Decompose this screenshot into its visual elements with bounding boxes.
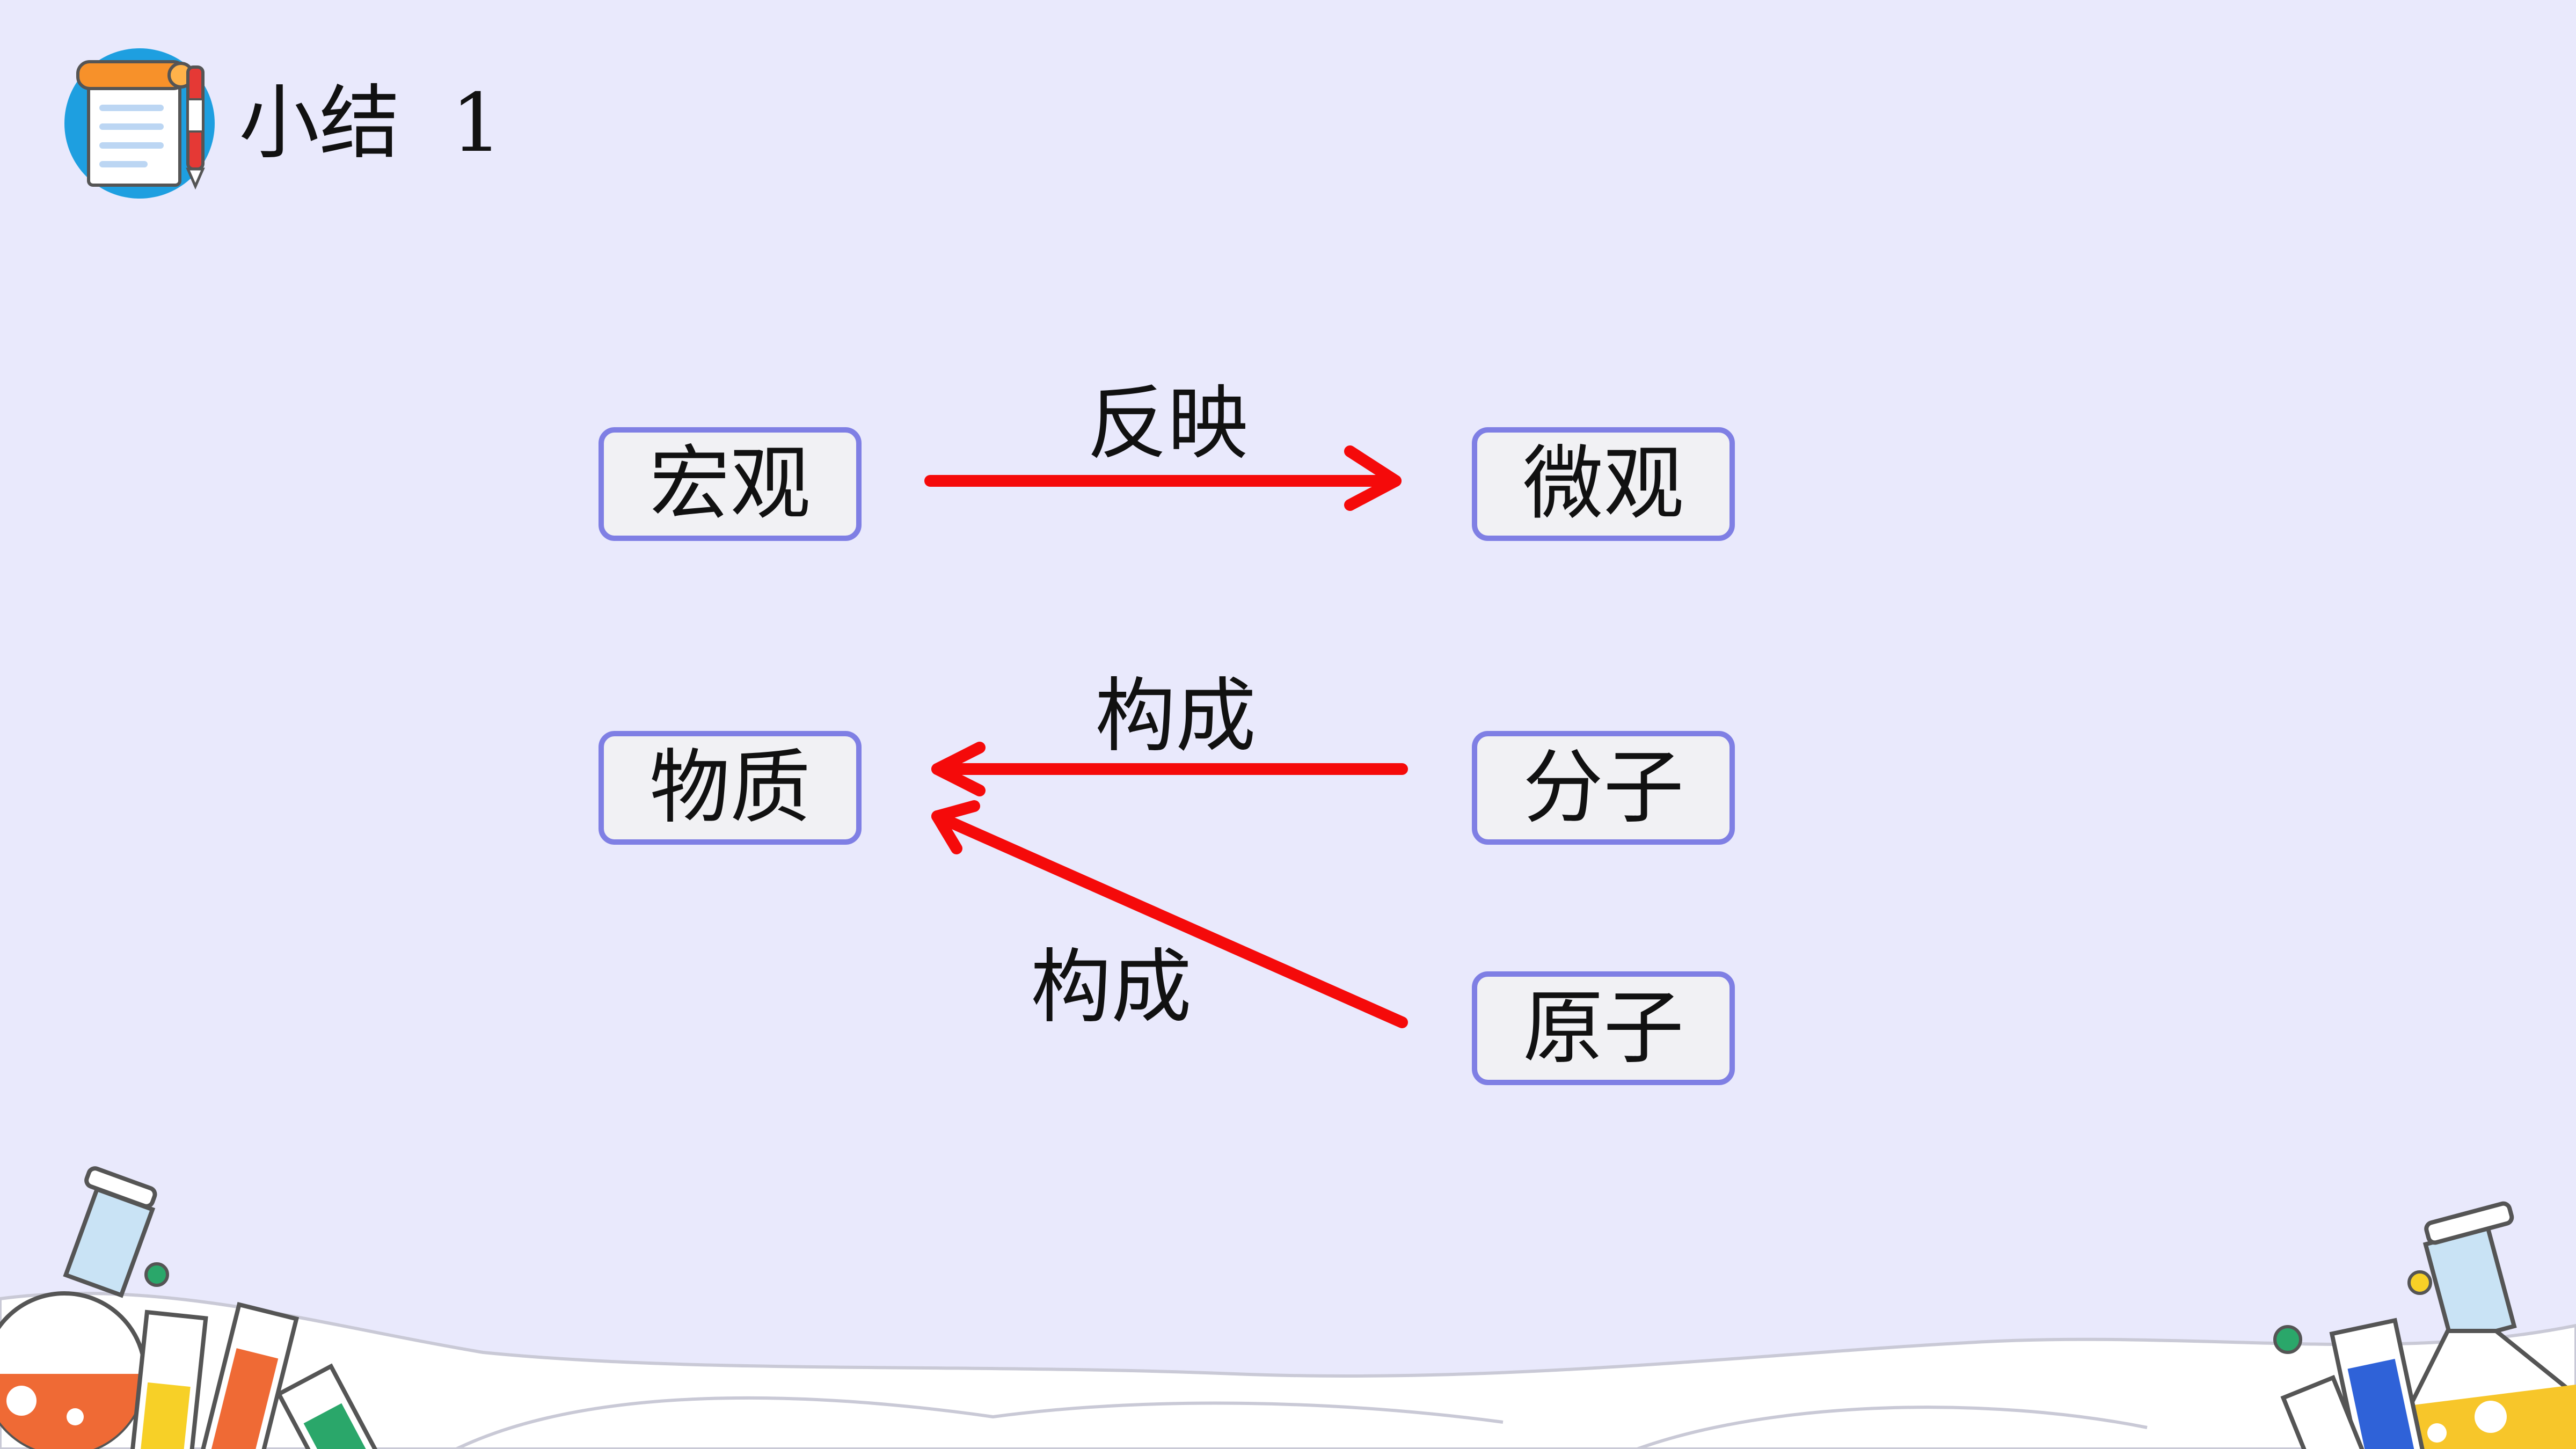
flask-right-icon bbox=[2386, 1201, 2576, 1449]
node-micro: 微观 bbox=[1472, 427, 1735, 541]
flask-left-icon bbox=[0, 1166, 157, 1449]
bottom-hills bbox=[0, 1292, 2576, 1449]
arrow-atom-to-substance bbox=[931, 800, 1408, 1028]
page-title: 小结 1 bbox=[239, 77, 502, 170]
notepad-icon bbox=[64, 48, 215, 199]
test-tubes-right-icon bbox=[2280, 1318, 2427, 1449]
arrow-molecule-to-substance bbox=[931, 742, 1408, 796]
edge-label-constitute-molecule: 构成 bbox=[1095, 670, 1257, 763]
arrow-macro-to-micro bbox=[924, 445, 1402, 511]
node-substance: 物质 bbox=[599, 731, 862, 845]
node-macro: 宏观 bbox=[599, 427, 862, 541]
edge-label-constitute-atom: 构成 bbox=[1031, 941, 1192, 1034]
bubble-icon bbox=[2273, 1325, 2302, 1354]
test-tubes-left-icon bbox=[130, 1302, 390, 1449]
node-atom: 原子 bbox=[1472, 971, 1735, 1085]
bubble-icon bbox=[144, 1262, 169, 1287]
edge-label-reflect: 反映 bbox=[1087, 377, 1249, 471]
bubble-icon bbox=[2407, 1270, 2432, 1295]
node-molecule: 分子 bbox=[1472, 731, 1735, 845]
